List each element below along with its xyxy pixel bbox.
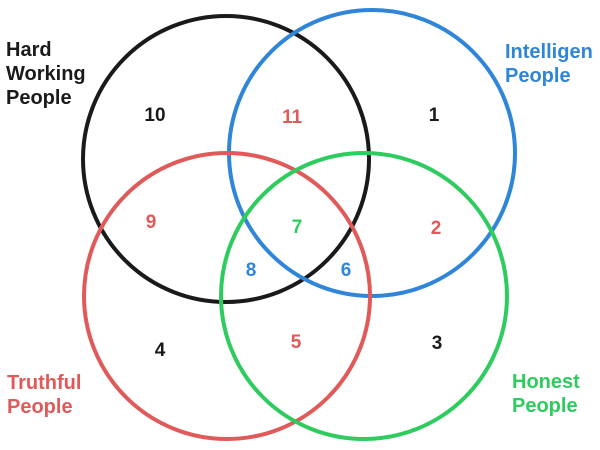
region-center: 7 xyxy=(292,217,303,238)
region-hard-working-truthful: 9 xyxy=(146,212,157,233)
honest-circle xyxy=(219,151,509,441)
region-intelligent-truthful-honest: 6 xyxy=(341,260,352,281)
region-hard-working-intelligent: 11 xyxy=(282,107,303,128)
region-intelligent-only: 1 xyxy=(429,105,440,126)
region-intelligent-honest: 2 xyxy=(431,218,442,239)
region-truthful-only: 4 xyxy=(155,340,166,361)
region-truthful-honest: 5 xyxy=(291,332,302,353)
region-honest-only: 3 xyxy=(432,333,443,354)
region-hard-working-only: 10 xyxy=(144,105,165,126)
label-truthful-people: Truthful People xyxy=(7,372,82,418)
truthful-circle xyxy=(82,151,372,441)
label-honest-people: Honest People xyxy=(512,371,580,417)
region-hard-working-truthful-honest: 8 xyxy=(246,260,257,281)
label-hard-working-people: Hard Working People xyxy=(6,39,86,109)
hard-working-circle xyxy=(81,14,371,304)
label-intelligent-people: Intelligen People xyxy=(505,41,593,87)
